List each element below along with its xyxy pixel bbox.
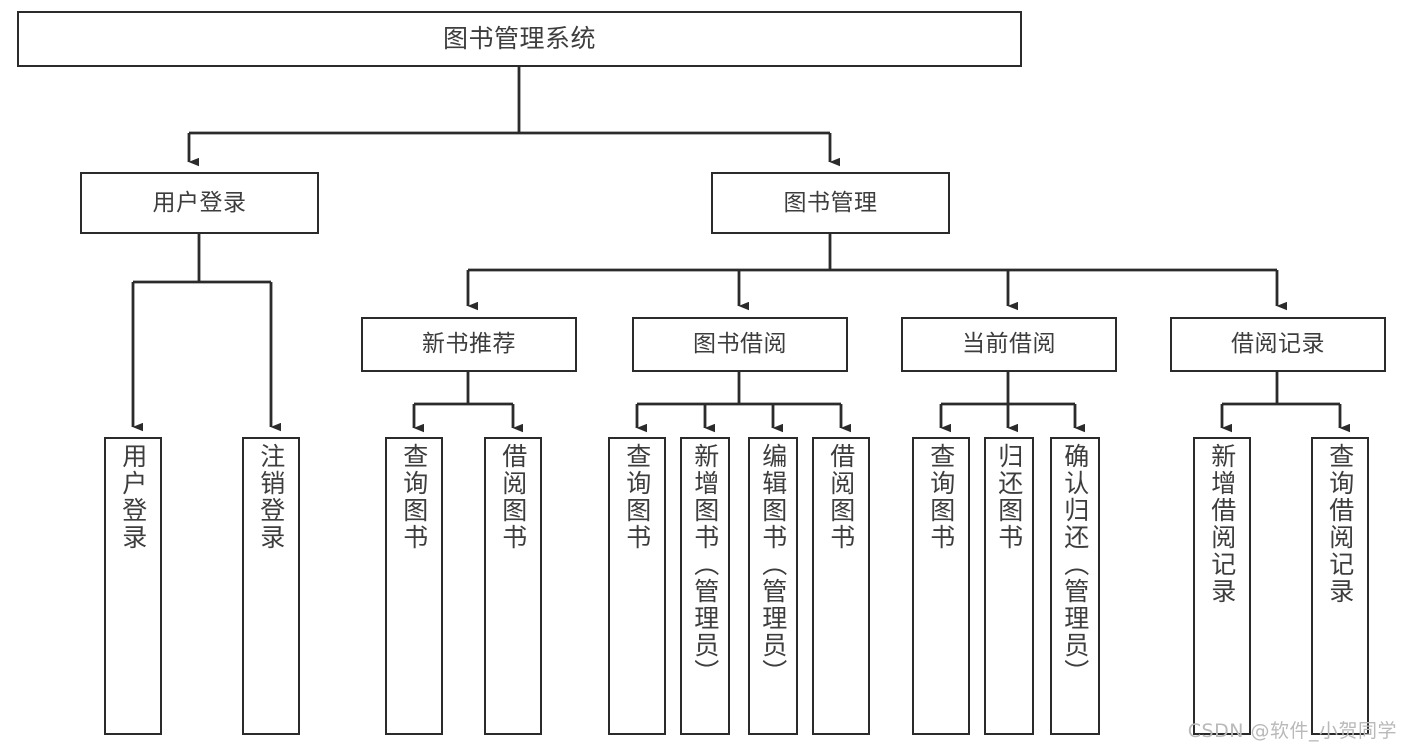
leaf-user-login[interactable]: 用户登录	[104, 437, 162, 735]
node-label: 新增图书（管理员）	[690, 443, 720, 686]
leaf-confirm-return-admin[interactable]: 确认归还（管理员）	[1050, 437, 1100, 735]
node-label: 归还图书	[994, 443, 1024, 551]
node-label: 新增借阅记录	[1207, 443, 1237, 605]
leaf-query-borrow-record[interactable]: 查询借阅记录	[1311, 437, 1369, 735]
node-user-login[interactable]: 用户登录	[80, 172, 319, 234]
node-label: 用户登录	[152, 189, 247, 216]
node-label: 借阅图书	[826, 443, 856, 551]
node-label: 确认归还（管理员）	[1060, 443, 1090, 686]
node-label: 查询图书	[399, 443, 429, 551]
leaf-edit-book-admin[interactable]: 编辑图书（管理员）	[748, 437, 798, 735]
node-book-management[interactable]: 图书管理	[711, 172, 950, 234]
node-label: 借阅图书	[498, 443, 528, 551]
node-label: 查询借阅记录	[1325, 443, 1355, 605]
node-label: 图书管理系统	[442, 23, 596, 53]
leaf-logout-login[interactable]: 注销登录	[242, 437, 300, 735]
node-label: 当前借阅	[962, 331, 1056, 358]
leaf-query-book-current[interactable]: 查询图书	[912, 437, 970, 735]
node-label: 编辑图书（管理员）	[758, 443, 788, 686]
node-current-borrow[interactable]: 当前借阅	[901, 317, 1117, 372]
node-label: 查询图书	[622, 443, 652, 551]
node-label: 图书管理	[783, 189, 878, 216]
leaf-borrow-book[interactable]: 借阅图书	[812, 437, 870, 735]
leaf-borrow-book-recommend[interactable]: 借阅图书	[484, 437, 542, 735]
node-new-book-recommend[interactable]: 新书推荐	[361, 317, 577, 372]
leaf-query-book-borrow[interactable]: 查询图书	[608, 437, 666, 735]
leaf-add-book-admin[interactable]: 新增图书（管理员）	[680, 437, 730, 735]
node-label: 注销登录	[256, 443, 286, 551]
node-book-borrow[interactable]: 图书借阅	[632, 317, 848, 372]
node-borrow-records[interactable]: 借阅记录	[1170, 317, 1386, 372]
csdn-watermark: CSDN @软件_小贺同学	[1187, 720, 1397, 742]
node-root-system[interactable]: 图书管理系统	[17, 11, 1022, 67]
node-label: 用户登录	[118, 443, 148, 551]
node-label: 新书推荐	[422, 331, 516, 358]
node-label: 查询图书	[926, 443, 956, 551]
leaf-query-book-recommend[interactable]: 查询图书	[385, 437, 443, 735]
leaf-return-book[interactable]: 归还图书	[984, 437, 1034, 735]
node-label: 图书借阅	[693, 331, 787, 358]
node-label: 借阅记录	[1231, 331, 1325, 358]
leaf-add-borrow-record[interactable]: 新增借阅记录	[1193, 437, 1251, 735]
